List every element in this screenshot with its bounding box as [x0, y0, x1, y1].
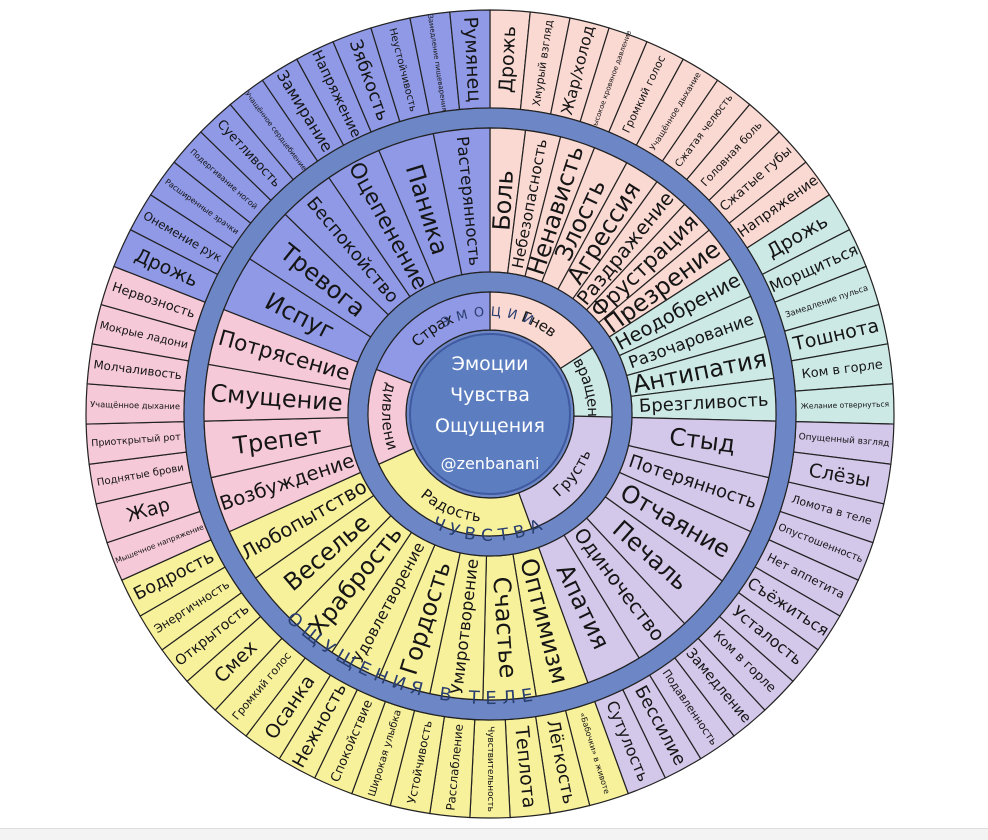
sensation-label-отвращение-5: Желание отвернуться — [801, 400, 890, 411]
sensation-label-радость-3: Чувствительность — [485, 726, 495, 812]
sensation-label-страх-11: Румянец — [459, 16, 485, 103]
feeling-label-радость-1: Счастье — [487, 576, 522, 679]
wheel-center: Эмоции Чувства Ощущения @zenbanani — [409, 333, 571, 495]
center-line-3: Ощущения — [435, 415, 545, 437]
center-line-1: Эмоции — [452, 353, 529, 375]
bottom-strip — [0, 828, 988, 840]
center-line-2: Чувства — [450, 384, 530, 406]
center-handle: @zenbanani — [441, 454, 540, 473]
feelings-ring: БольНебезопасностьНенавистьЗлостьАгресси… — [203, 127, 777, 701]
center-circle — [409, 333, 571, 495]
sensation-label-удивление-4: Учащённое дыхание — [90, 399, 180, 411]
emotion-cell-страх — [375, 291, 491, 385]
sensation-label-гнев-0: Дрожь — [495, 25, 520, 93]
